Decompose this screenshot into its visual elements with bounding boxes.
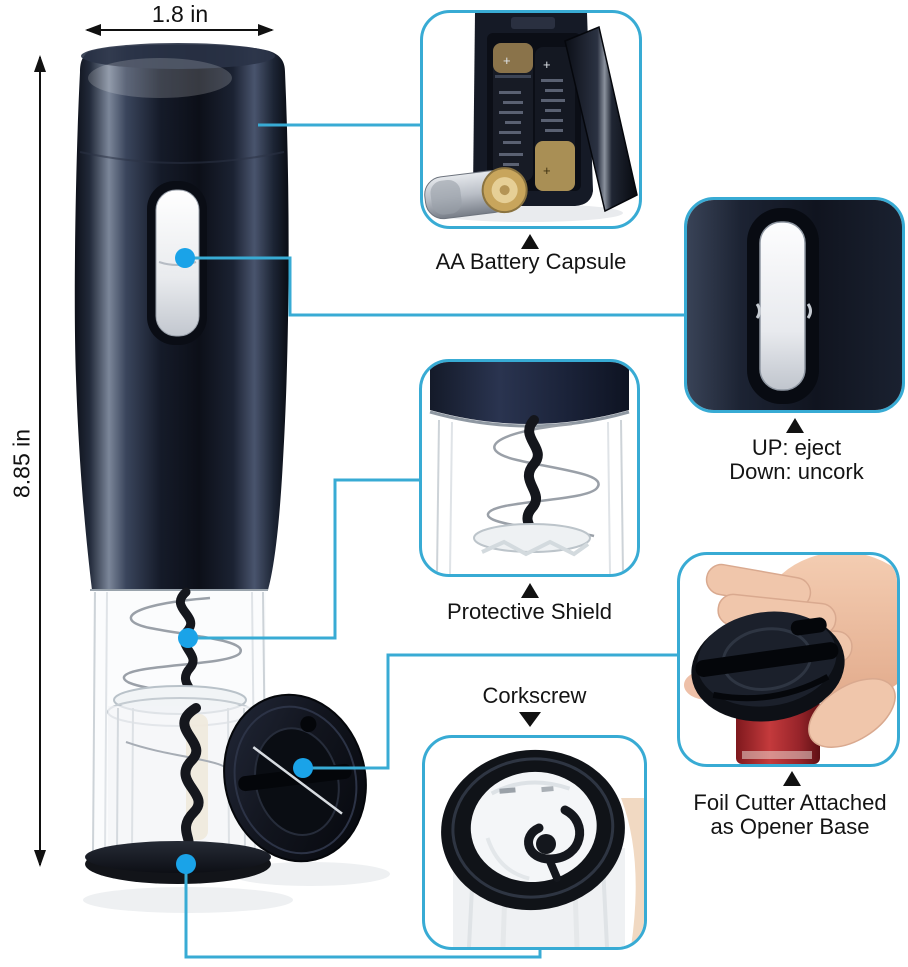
dot-marker [293, 758, 313, 778]
corkscrew-label: Corkscrew [482, 683, 587, 708]
arrow-up-icon [521, 583, 539, 598]
foil-cutter-photo [684, 555, 897, 764]
base-shadow [83, 887, 293, 913]
arrow-up-icon [786, 418, 804, 433]
dot-marker [176, 854, 196, 874]
corkscrew-bottom-photo [441, 749, 644, 947]
dot-marker [178, 628, 198, 648]
switch-label-line1: UP: eject [751, 435, 842, 460]
svg-text:+: + [543, 163, 551, 178]
svg-text:+: + [543, 57, 551, 72]
foil-cutter-label-line1: Foil Cutter Attached [693, 790, 887, 815]
switch-label-line2: Down: uncork [729, 459, 864, 484]
dot-marker [175, 248, 195, 268]
foil-cutter-label-line2: as Opener Base [710, 814, 870, 839]
opener-body [74, 43, 289, 590]
battery-capsule-photo: + + + [424, 13, 638, 222]
battery-capsule-inset: + + + [420, 10, 642, 229]
switch-closeup-inset [684, 197, 905, 413]
corkscrew-bottom-inset [422, 735, 647, 950]
protective-shield-label: Protective Shield [446, 599, 613, 624]
foil-cutter-inset [677, 552, 900, 767]
foil-cutter-disc [223, 693, 367, 863]
arrow-up-icon [521, 234, 539, 249]
arrow-down-icon [519, 712, 541, 727]
protective-shield-inset [419, 359, 640, 577]
dimension-lines [34, 24, 274, 867]
arrow-up-icon [783, 771, 801, 786]
protective-shield-photo [429, 362, 630, 574]
width-dimension-label: 1.8 in [151, 1, 209, 27]
callout-leader-lines [184, 123, 684, 959]
callout-dots [175, 248, 313, 874]
svg-text:+: + [503, 53, 511, 68]
switch-closeup-photo [687, 200, 902, 410]
height-dimension-label: 8.85 in [8, 428, 35, 499]
battery-capsule-label: AA Battery Capsule [435, 249, 627, 274]
disc-shadow [230, 862, 390, 886]
